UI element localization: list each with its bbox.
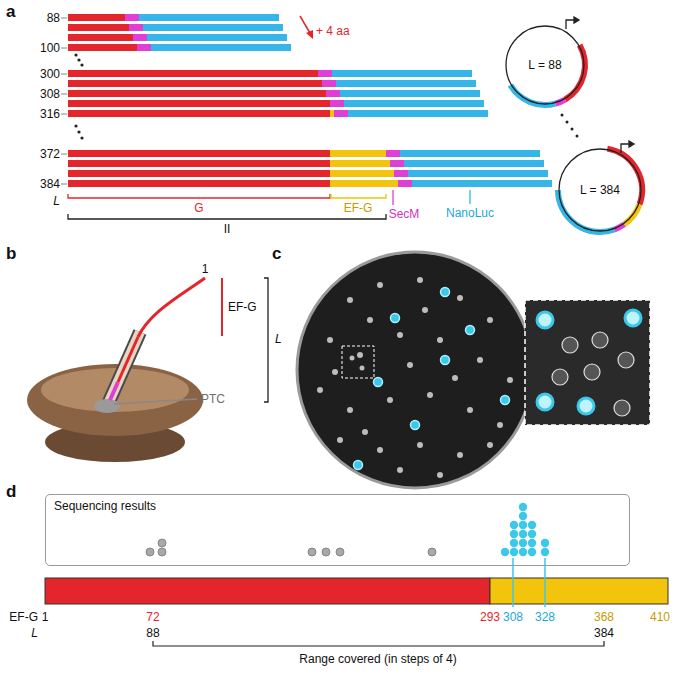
residue-number: 368 — [594, 610, 614, 625]
box-heading: Sequencing results — [54, 499, 621, 513]
protein-name: II — [224, 222, 231, 237]
construct-bars — [68, 14, 552, 187]
axis-symbol: L — [31, 626, 38, 641]
residue-number: 293 — [480, 610, 500, 625]
residue-number: 410 — [650, 610, 670, 625]
step-note: + 4 aa — [316, 24, 350, 39]
length-brackets — [114, 278, 268, 404]
results-box: Sequencing results — [45, 494, 630, 566]
row-leaders — [61, 18, 67, 184]
plasmid-dots — [561, 114, 579, 138]
petri-dish — [297, 252, 533, 488]
hit-length: 308 — [503, 610, 523, 625]
length-value: 300 — [40, 67, 60, 82]
panel-letter: d — [6, 482, 16, 502]
panel-letter: b — [6, 244, 16, 264]
ellipsis-dots — [74, 53, 83, 139]
increment-arrow — [300, 16, 313, 39]
plasmid-ring — [559, 149, 641, 231]
range-note: Range covered (in steps of 4) — [299, 652, 456, 667]
length-value: 316 — [40, 107, 60, 122]
panel-letter: c — [272, 244, 281, 264]
part-name: PTC — [201, 392, 225, 407]
length-value: 384 — [40, 177, 60, 192]
length-value: 88 — [47, 11, 60, 26]
length-value: 384 — [594, 626, 614, 641]
plasmid-length: L = 88 — [528, 58, 561, 72]
part-name: NanoLuc — [446, 206, 494, 221]
protein-name: EF-G — [228, 300, 257, 315]
protein-bar — [45, 558, 668, 646]
part-name: SecM — [389, 207, 420, 222]
residue-number: 1 — [202, 262, 209, 277]
plasmid-circle: L = 88 — [505, 25, 585, 105]
protein-name: EF-G — [9, 610, 38, 625]
length-value: 372 — [40, 147, 60, 162]
axis-symbol: L — [53, 194, 60, 209]
sequence-dots — [146, 503, 549, 556]
plasmid-ring — [506, 26, 584, 104]
axis-symbol: L — [275, 332, 282, 347]
residue-number: 1 — [42, 610, 49, 625]
domain-name: EF-G — [344, 201, 373, 216]
length-value: 308 — [40, 87, 60, 102]
residue-number: 72 — [146, 610, 159, 625]
length-value: 88 — [146, 626, 159, 641]
length-value: 100 — [40, 41, 60, 56]
plasmid-circle: L = 384 — [558, 148, 642, 232]
ribosome-illustration — [27, 278, 205, 462]
plasmid-length: L = 384 — [580, 183, 620, 197]
plasmid-arcs — [510, 45, 642, 232]
domain-name: G — [194, 201, 203, 216]
panel-letter: a — [6, 2, 15, 22]
hit-length: 328 — [535, 610, 555, 625]
zoom-inset — [525, 300, 650, 425]
promoter-arrows — [566, 17, 634, 153]
